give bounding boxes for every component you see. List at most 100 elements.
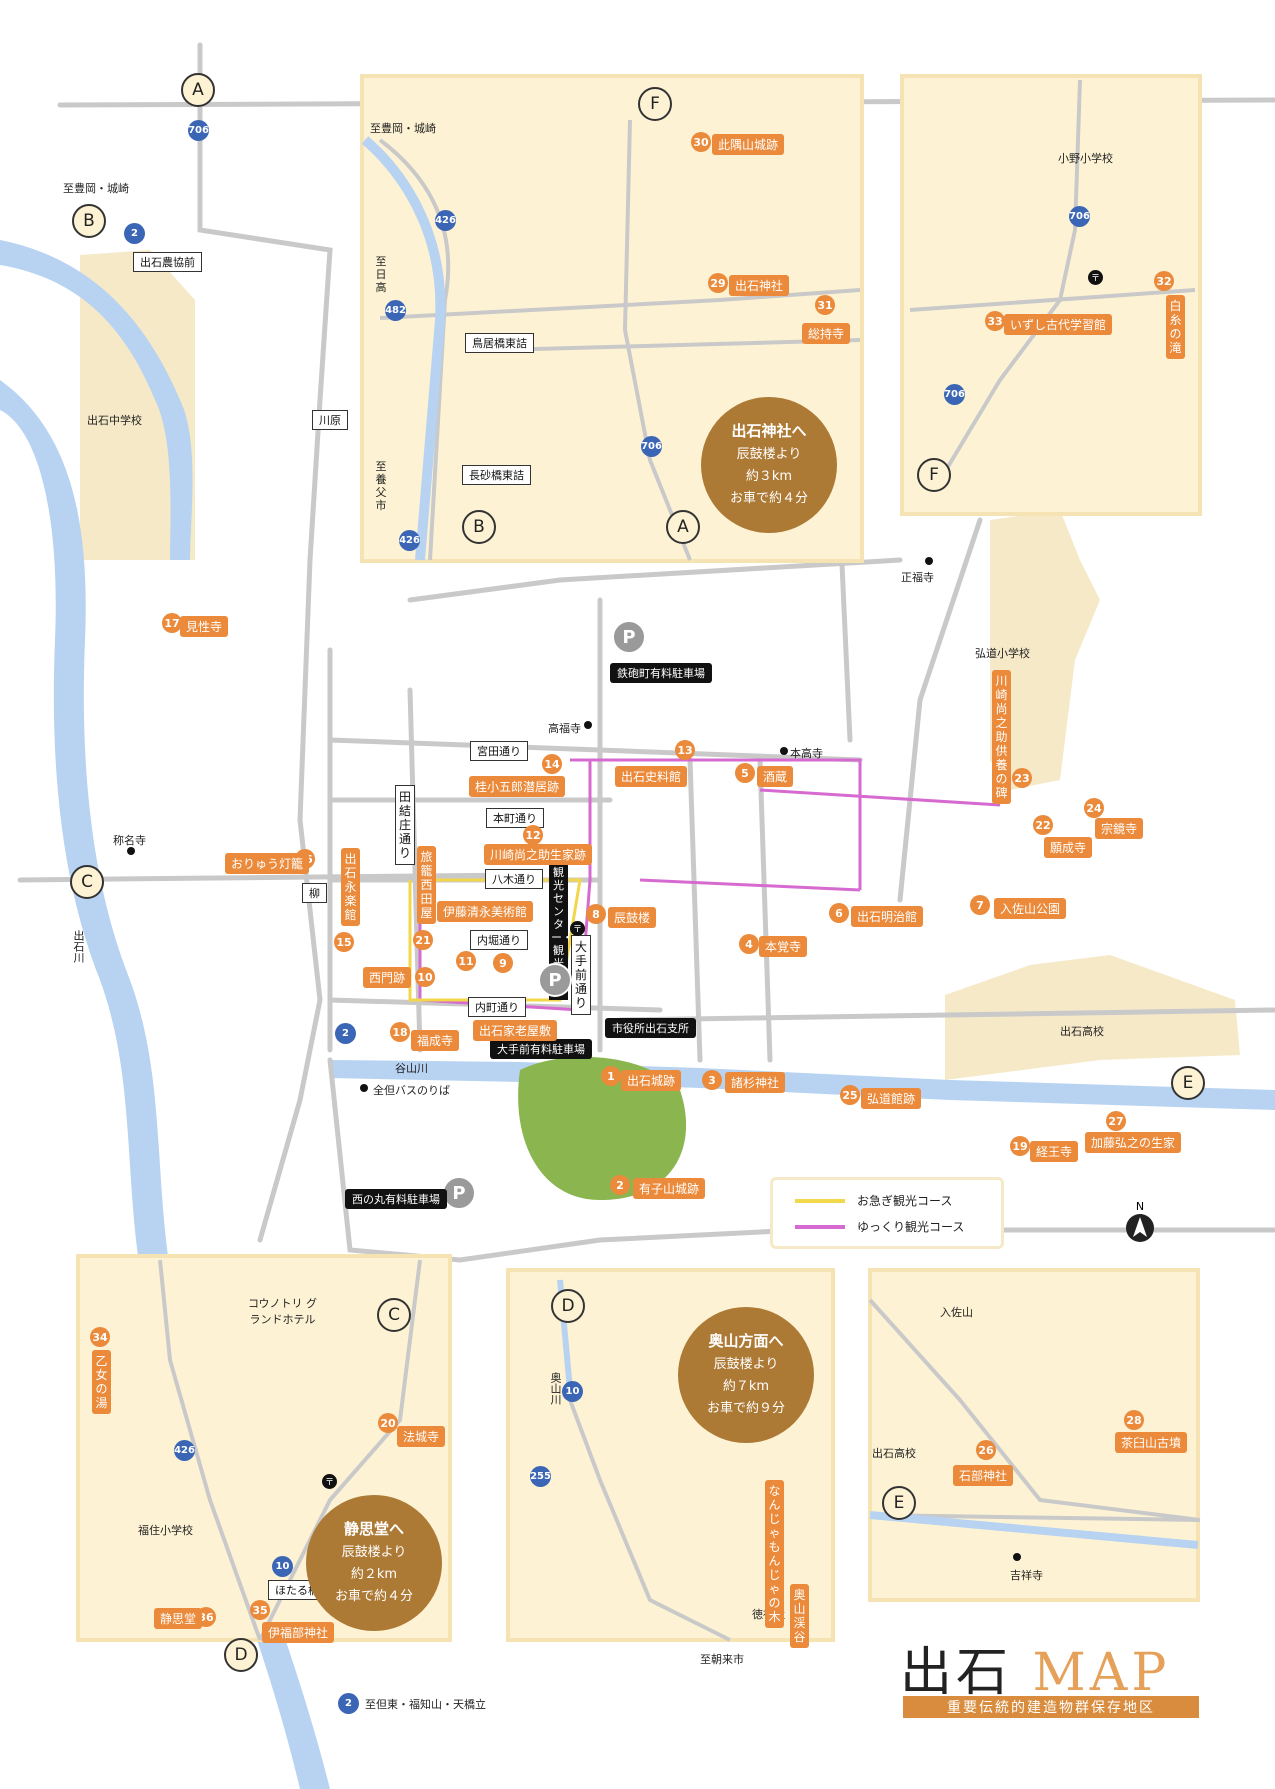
spot-30-num[interactable]: 30 xyxy=(691,132,711,152)
info-seishido-title: 静思堂へ xyxy=(343,1520,404,1538)
spot-1-label[interactable]: 出石城跡 xyxy=(621,1070,682,1091)
spot-8-label[interactable]: 辰鼓楼 xyxy=(608,907,657,928)
spot-31-label[interactable]: 総持寺 xyxy=(802,323,851,344)
legend-slow-label: ゆっくり観光コース xyxy=(857,1220,965,1234)
spot-nanja-label[interactable]: なんじゃもんじゃの木 xyxy=(765,1480,784,1628)
spot-33-num[interactable]: 33 xyxy=(985,311,1005,331)
spot-9-num[interactable]: 9 xyxy=(493,953,513,973)
spot-33-label[interactable]: いずし古代学習館 xyxy=(1004,314,1113,335)
spot-17-label[interactable]: 見性寺 xyxy=(180,616,229,637)
spot-12-label[interactable]: 川崎尚之助生家跡 xyxy=(484,844,593,865)
parking-teppo[interactable]: P xyxy=(612,620,646,654)
spot-9-label[interactable]: 出石家老屋敷 xyxy=(473,1020,558,1041)
spot-25-num[interactable]: 25 xyxy=(840,1085,860,1105)
spot-15-num[interactable]: 15 xyxy=(334,932,354,952)
spot-34-num[interactable]: 34 xyxy=(90,1327,110,1347)
spot-10-label[interactable]: 西門跡 xyxy=(363,967,412,988)
spot-23-label[interactable]: 川崎尚之助供養の碑 xyxy=(992,670,1011,804)
parking-ote[interactable]: P xyxy=(538,963,572,997)
spot-3-num[interactable]: 3 xyxy=(702,1070,722,1090)
spot-4-label[interactable]: 本覚寺 xyxy=(759,936,808,957)
spot-20-label[interactable]: 法城寺 xyxy=(397,1426,446,1447)
spot-28-label[interactable]: 茶臼山古墳 xyxy=(1115,1432,1188,1453)
spot-15-label[interactable]: 出石永楽館 xyxy=(341,848,360,926)
yanagi: 柳 xyxy=(302,883,327,903)
spot-14-label[interactable]: 桂小五郎潜居跡 xyxy=(469,776,566,797)
spot-29-label[interactable]: 出石神社 xyxy=(729,275,790,296)
info-okuyama-line1: 辰鼓楼より xyxy=(713,1357,779,1372)
spot-10-num[interactable]: 10 xyxy=(415,967,435,987)
marker-e-east: E xyxy=(1171,1066,1205,1100)
to-toyooka-north: 至豊岡・城崎 xyxy=(63,182,129,195)
spot-5-label[interactable]: 酒蔵 xyxy=(757,766,794,787)
info-izushi-shrine-line1: 辰鼓楼より xyxy=(736,447,802,462)
spot-8-num[interactable]: 8 xyxy=(586,904,606,924)
spot-17-num[interactable]: 17 xyxy=(162,613,182,633)
spot-21-num[interactable]: 21 xyxy=(413,930,433,950)
spot-21-label[interactable]: 旅籠西田屋 xyxy=(417,846,436,924)
spot-13-label[interactable]: 出石史料館 xyxy=(615,766,688,787)
legend: お急ぎ観光コース ゆっくり観光コース xyxy=(770,1177,1004,1249)
spot-24-label[interactable]: 宗鏡寺 xyxy=(1095,818,1144,839)
route-2-north: 2 xyxy=(124,223,145,244)
north-arrow-icon xyxy=(1126,1214,1154,1242)
spot-12-num[interactable]: 12 xyxy=(523,825,543,845)
honkouji: 本高寺 xyxy=(790,747,823,760)
spot-30-label[interactable]: 此隅山城跡 xyxy=(712,134,785,155)
spot-22-num[interactable]: 22 xyxy=(1033,815,1053,835)
spot-27-num[interactable]: 27 xyxy=(1106,1111,1126,1131)
spot-36-label[interactable]: 静思堂 xyxy=(154,1608,203,1629)
parking-ote-label: 大手前有料駐車場 xyxy=(490,1039,592,1059)
spot-11-label[interactable]: 伊藤清永美術館 xyxy=(437,901,534,922)
spot-29-num[interactable]: 29 xyxy=(708,273,728,293)
spot-24-num[interactable]: 24 xyxy=(1084,798,1104,818)
spot-19-num[interactable]: 19 xyxy=(1010,1136,1030,1156)
street-ote: 大手前通り xyxy=(571,935,591,1015)
spot-13-num[interactable]: 13 xyxy=(675,740,695,760)
spot-6-label[interactable]: 出石明治館 xyxy=(851,906,924,927)
spot-32-num[interactable]: 32 xyxy=(1154,271,1174,291)
spot-27-label[interactable]: 加藤弘之の生家 xyxy=(1085,1132,1182,1153)
spot-35-num[interactable]: 35 xyxy=(250,1600,270,1620)
spot-23-num[interactable]: 23 xyxy=(1012,768,1032,788)
parking-nishinomaru[interactable]: P xyxy=(442,1176,476,1210)
izushi-river: 出石川 xyxy=(72,930,85,963)
spot-3-label[interactable]: 諸杉神社 xyxy=(725,1072,786,1093)
spot-20-num[interactable]: 20 xyxy=(378,1413,398,1433)
spot-7-num[interactable]: 7 xyxy=(970,895,990,915)
school-land-west xyxy=(80,250,195,560)
spot-7-label[interactable]: 入佐山公園 xyxy=(994,898,1067,919)
street-tayui: 田結庄通り xyxy=(395,785,415,865)
spot-11-num[interactable]: 11 xyxy=(456,951,476,971)
spot-4-num[interactable]: 4 xyxy=(739,934,759,954)
spot-okuyama-label[interactable]: 奥山渓谷 xyxy=(790,1584,809,1648)
spot-16-label[interactable]: おりゅう灯籠 xyxy=(225,853,310,874)
spot-18-num[interactable]: 18 xyxy=(390,1022,410,1042)
spot-5-num[interactable]: 5 xyxy=(735,763,755,783)
spot-26-num[interactable]: 26 xyxy=(976,1440,996,1460)
north-arrow: N xyxy=(1125,1200,1155,1246)
marker-a-north: A xyxy=(181,73,215,107)
spot-26-label[interactable]: 石部神社 xyxy=(953,1465,1014,1486)
inset-river-shrine xyxy=(361,136,446,561)
spot-22-label[interactable]: 願成寺 xyxy=(1044,837,1093,858)
route-255-okuyama: 255 xyxy=(530,1466,551,1487)
spot-18-label[interactable]: 福成寺 xyxy=(411,1030,460,1051)
spot-2-label[interactable]: 有子山城跡 xyxy=(633,1178,706,1199)
spot-25-label[interactable]: 弘道館跡 xyxy=(861,1088,922,1109)
nagasagobashi: 長砂橋東詰 xyxy=(462,465,531,485)
spot-6-num[interactable]: 6 xyxy=(829,903,849,923)
marker-c-seishido: C xyxy=(377,1298,411,1332)
spot-1-num[interactable]: 1 xyxy=(601,1066,621,1086)
to-yabu: 至養父市 xyxy=(375,460,387,512)
irusayama: 入佐山 xyxy=(940,1306,973,1319)
spot-31-num[interactable]: 31 xyxy=(815,295,835,315)
spot-35-label[interactable]: 伊福部神社 xyxy=(262,1622,335,1643)
spot-34-label[interactable]: 乙女の湯 xyxy=(92,1350,111,1414)
spot-19-label[interactable]: 経王寺 xyxy=(1030,1141,1079,1162)
spot-14-num[interactable]: 14 xyxy=(542,754,562,774)
spot-2-num[interactable]: 2 xyxy=(610,1175,630,1195)
spot-28-num[interactable]: 28 xyxy=(1124,1410,1144,1430)
spot-32-label[interactable]: 白糸の滝 xyxy=(1166,295,1185,359)
info-okuyama: 奥山方面へ 辰鼓楼より 約７km お車で約９分 xyxy=(678,1307,814,1443)
